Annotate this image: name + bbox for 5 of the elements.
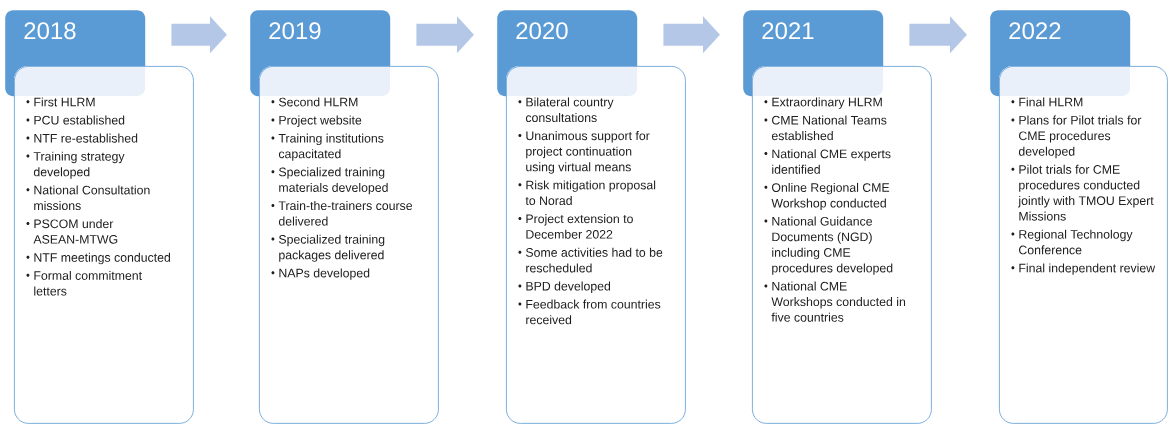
milestone-card: First HLRM PCU established NTF re-established Training strategy developed National Consultation missions PSCOM under ASEAN-MTWG NTF meetings conducted Formal commitment letters bbox=[14, 66, 194, 424]
milestone-card: Extraordinary HLRM CME National Teams established National CME experts identified Online Regional CME Workshop conducted National Guidance Documents (NGD) including CME procedures developed National CME Workshops conducted in five countries bbox=[752, 66, 932, 424]
milestone-card: Final HLRM Plans for Pilot trials for CME procedures developed Pilot trials for CME procedures conducted jointly with TMOU Expert Missions Regional Technology Conference Final independent review bbox=[999, 66, 1168, 424]
milestone-card: Second HLRM Project website Training institutions capacitated Specialized training materials developed Train-the-trainers course delivered Specialized training packages delivered NAPs developed bbox=[259, 66, 439, 424]
milestone-card: Bilateral country consultations Unanimous support for project continuation using virtual means Risk mitigation proposal to Norad Project extension to December 2022 Some activities had to be rescheduled BPD developed Feedback from countries received bbox=[506, 66, 686, 424]
